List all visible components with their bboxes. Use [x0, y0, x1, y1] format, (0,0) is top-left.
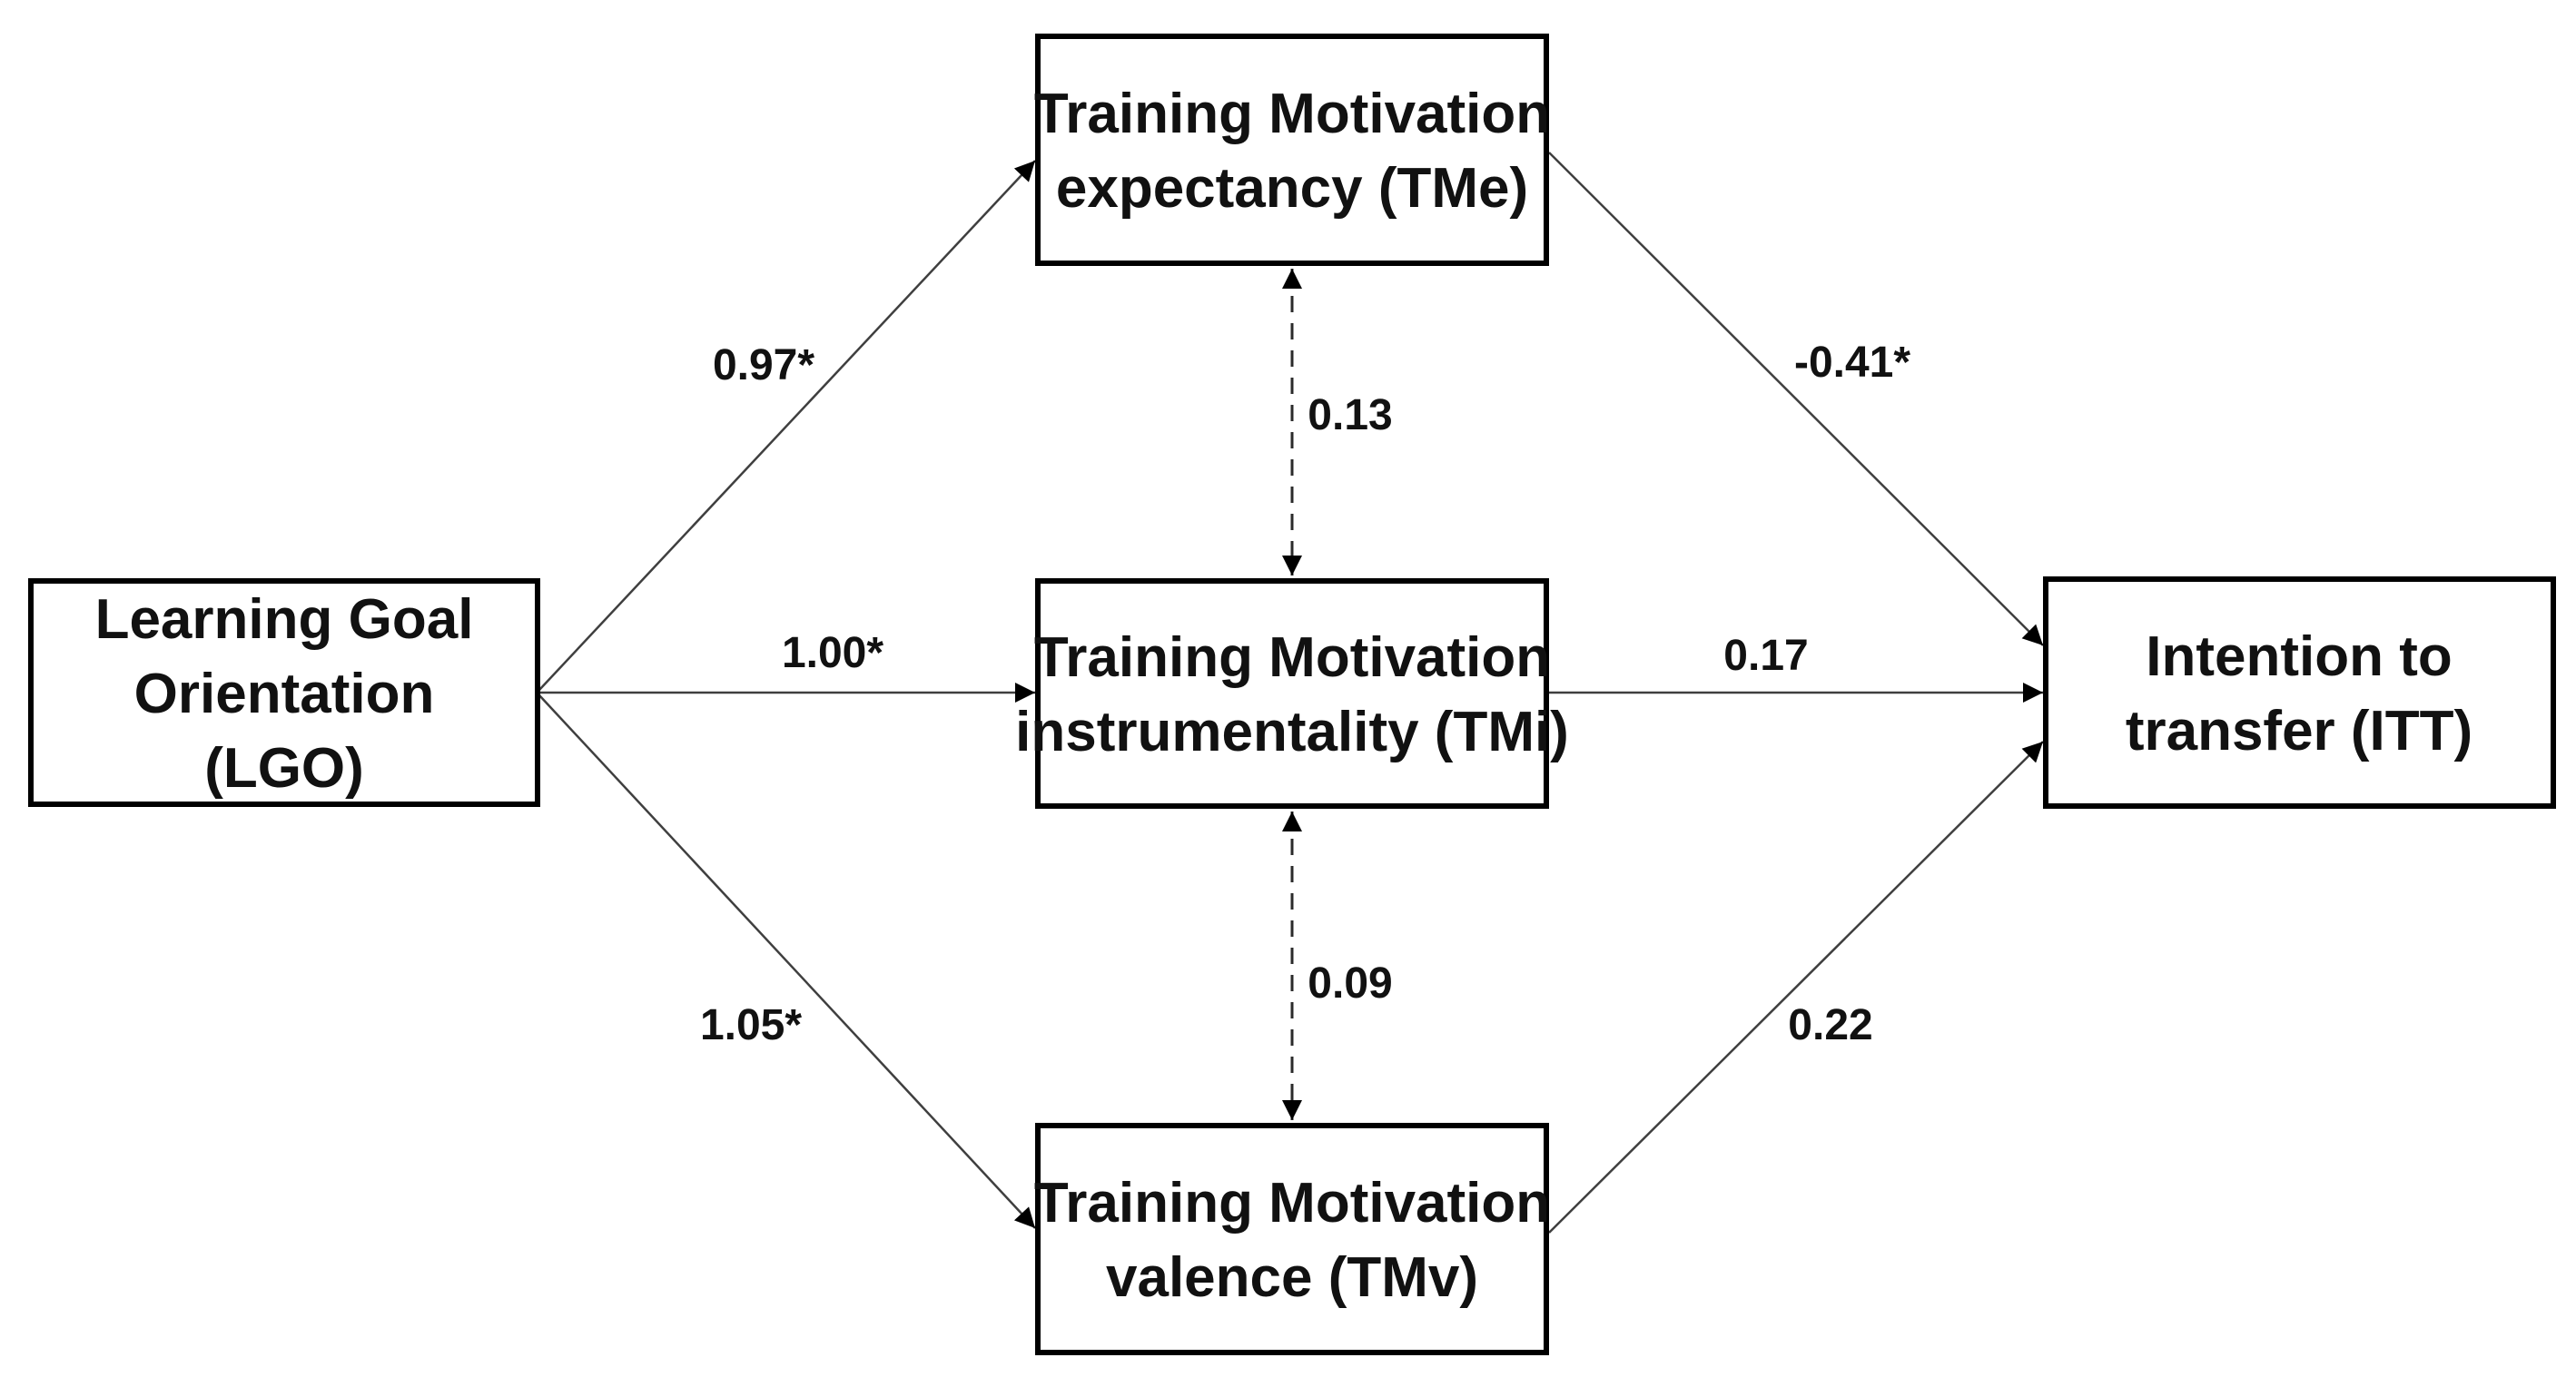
edge-label-tmi-tmv-covariance: 0.09	[1308, 959, 1392, 1008]
edge-label-lgo-tmi: 1.00*	[782, 629, 883, 677]
edge-label-lgo-tme: 0.97*	[713, 341, 814, 389]
node-itt-label-line2: transfer (ITT)	[2126, 700, 2472, 762]
node-itt: Intention to transfer (ITT)	[2043, 576, 2556, 809]
edge-label-lgo-tmv: 1.05*	[700, 1001, 802, 1049]
node-itt-box	[2043, 576, 2556, 809]
edge-lgo-tme-arrow	[538, 160, 1036, 691]
node-tmv: Training Motivation valence (TMv)	[1034, 1123, 1550, 1355]
node-tme-box	[1035, 34, 1549, 266]
node-tmv-box	[1035, 1123, 1549, 1355]
edge-tme-itt-arrow	[1548, 152, 2044, 646]
node-itt-label-line1: Intention to	[2146, 625, 2452, 688]
node-tme: Training Motivation expectancy (TMe)	[1034, 34, 1550, 266]
node-tmv-label-line1: Training Motivation	[1034, 1172, 1550, 1235]
node-lgo-box	[28, 578, 540, 807]
edge-label-tme-tmi-covariance: 0.13	[1308, 391, 1392, 439]
node-tmi: Training Motivation instrumentality (TMi…	[1015, 578, 1569, 809]
node-tmi-label-line1: Training Motivation	[1034, 626, 1550, 689]
node-tmi-label-line2: instrumentality (TMi)	[1015, 701, 1569, 763]
node-lgo: Learning Goal Orientation (LGO)	[28, 578, 540, 807]
node-tme-label-line1: Training Motivation	[1034, 83, 1550, 145]
node-tmv-label-line2: valence (TMv)	[1106, 1246, 1478, 1309]
edge-tmv-itt-arrow	[1548, 741, 2044, 1234]
edge-label-tme-itt: -0.41*	[1794, 339, 1910, 387]
node-tmi-box	[1035, 578, 1549, 809]
edge-label-tmv-itt: 0.22	[1788, 1001, 1872, 1049]
node-lgo-label-line2: Orientation	[134, 663, 435, 725]
node-lgo-label-line3: (LGO)	[204, 737, 364, 800]
edge-label-tmi-itt: 0.17	[1723, 632, 1808, 680]
edge-lgo-tmv-arrow	[538, 694, 1036, 1229]
node-lgo-label-line1: Learning Goal	[95, 588, 474, 651]
node-tme-label-line2: expectancy (TMe)	[1056, 157, 1528, 220]
